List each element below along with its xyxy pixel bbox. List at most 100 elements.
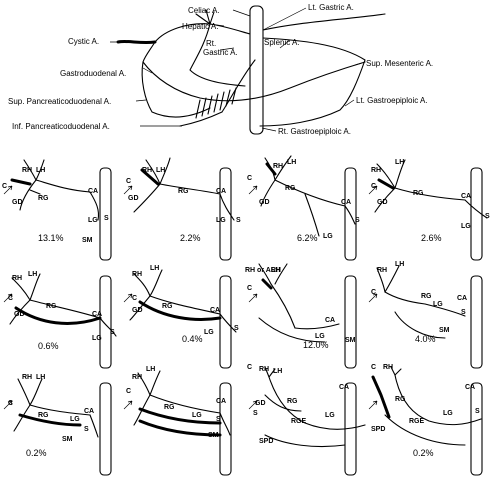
label-lg: LG [192,412,202,419]
cystic-artery [116,39,157,45]
vessel-1 [149,295,221,315]
label-gd: GD [132,307,143,314]
label-lh: LH [36,167,45,174]
label-ca: CA [325,317,335,324]
arrow-icon [368,400,378,410]
variant-percent: 0.2% [26,448,47,458]
arrow-icon [248,400,258,410]
label-ca: CA [341,199,351,206]
vessel-3 [29,273,41,301]
label-c: C [8,400,13,407]
vessel-1 [394,374,482,426]
label-rh: RH [22,374,32,381]
label-ca: CA [88,188,98,195]
label-rg: RG [287,398,298,405]
label-inf-pancreaticoduodenal: Inf. Pancreaticoduodenal A. [12,122,110,131]
arrow-icon [123,185,133,195]
vessel-4 [374,187,396,213]
vessel-2 [23,159,37,181]
label-hepatic: Hepatic A. [182,22,218,31]
aorta [249,5,264,135]
label-lg: LG [461,223,471,230]
label-ca: CA [216,188,226,195]
label-lh: LH [146,366,155,373]
label-c: C [8,295,13,302]
label-s: S [234,325,239,332]
vessel-5 [219,313,237,333]
label-s: S [236,217,241,224]
aorta [99,275,112,369]
lt-gastric-artery [262,13,386,31]
variant-vessel-1 [140,168,160,186]
label-rh: RH [383,364,393,371]
label-rt-gastric-2: Gastric A. [203,48,238,57]
arrow-icon [248,293,258,303]
label-c: C [2,183,7,190]
label-rg: RG [421,293,432,300]
label-ca: CA [461,193,471,200]
vessel-3 [384,265,400,293]
variant-vessel-1 [261,278,273,290]
vessel-2 [137,372,151,396]
variant-percent: 2.2% [180,233,201,243]
label-rh: RH [132,271,142,278]
label-s: S [475,408,480,415]
label-rge: RGE [291,418,307,425]
label-lg: LG [433,301,443,308]
variant-percent: 2.6% [421,233,442,243]
vessel-4 [13,404,31,432]
label-gd: GD [255,400,266,407]
arrow-icon [3,185,13,195]
label-rh: RH [371,167,381,174]
label-c: C [247,285,252,292]
top-diagram: Celiac A. Lt. Gastric A. Hepatic A. Cyst… [8,3,433,136]
vessel-4 [294,323,340,330]
vessel-1 [270,283,296,329]
vessel-4 [133,394,151,426]
label-rh-or-arh: RH or ARH [245,267,281,274]
label-ca: CA [84,408,94,415]
variant-percent: 12.0% [303,340,329,350]
label-sm: SM [345,337,356,344]
vessel-5 [219,193,235,221]
label-lh: LH [36,374,45,381]
gastroduodenal-artery [142,41,156,63]
label-rt-gastroepiploic: Rt. Gastroepiploic A. [278,127,351,136]
label-rh: RH [273,163,283,170]
label-c: C [371,289,376,296]
aorta [219,275,232,369]
label-gd: GD [259,199,270,206]
label-c: C [126,178,131,185]
label-ca: CA [465,384,475,391]
label-rg: RG [285,185,296,192]
vessel-2 [11,277,31,301]
vessel-1 [35,179,91,193]
label-lg: LG [323,233,333,240]
variant-percent: 6.2% [297,233,318,243]
label-ca: CA [92,311,102,318]
label-sup-mesenteric: Sup. Mesenteric A. [366,59,433,68]
vessel-3 [159,157,171,185]
variant-vessel-1 [371,375,391,419]
rt-gastric-artery [189,23,246,87]
label-c: C [247,175,252,182]
vessel-4 [133,183,161,213]
lt-gastroepiploic [259,59,366,127]
label-gd: GD [12,199,23,206]
label-s: S [104,215,109,222]
label-lg: LG [325,412,335,419]
vessel-2 [376,163,396,189]
label-lh: LH [395,159,404,166]
vessel-1 [384,291,426,305]
vessel-2 [258,263,272,285]
vessel-2 [17,378,31,406]
label-s: S [485,213,490,220]
vessel-3 [29,378,43,406]
variant-vessel-1 [138,407,222,425]
vessel-4 [19,179,37,211]
